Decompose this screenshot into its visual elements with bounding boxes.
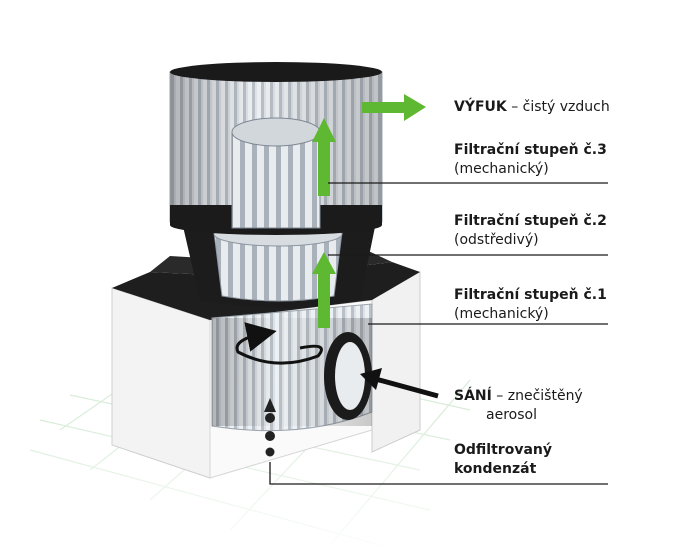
label-condensate: Odfiltrovaný kondenzát	[454, 441, 552, 479]
stage3-title: Filtrační stupeň č.3	[454, 142, 607, 158]
condensate-line2: kondenzát	[454, 461, 537, 477]
label-stage3: Filtrační stupeň č.3 (mechanický)	[454, 141, 607, 179]
condensate-line1: Odfiltrovaný	[454, 442, 552, 458]
stage2-type: (odstředivý)	[454, 232, 539, 248]
intake-desc: – znečištěný	[491, 388, 583, 404]
intake-sub: aerosol	[486, 407, 537, 423]
intake-arrow	[360, 368, 439, 399]
leader-condensate	[269, 462, 608, 485]
label-stage2: Filtrační stupeň č.2 (odstředivý)	[454, 212, 607, 250]
motor	[231, 117, 321, 229]
exhaust-title: VÝFUK	[454, 99, 507, 115]
stage3-type: (mechanický)	[454, 161, 549, 177]
green-flow-arrows	[312, 94, 426, 328]
condensate-drops	[264, 398, 276, 457]
stage2-title: Filtrační stupeň č.2	[454, 213, 607, 229]
intake-ring	[324, 332, 372, 420]
stage1-type: (mechanický)	[454, 306, 549, 322]
label-stage1: Filtrační stupeň č.1 (mechanický)	[454, 286, 607, 324]
green-arrow-exhaust	[362, 94, 426, 121]
green-arrow-upper	[312, 118, 336, 196]
exhaust-desc: – čistý vzduch	[506, 99, 610, 115]
top-cap	[170, 62, 382, 82]
green-arrow-lower	[312, 252, 336, 328]
label-exhaust: VÝFUK – čistý vzduch	[454, 98, 610, 117]
stage1-title: Filtrační stupeň č.1	[454, 287, 607, 303]
stage3-filter	[169, 62, 383, 235]
intake-title: SÁNÍ	[454, 388, 492, 404]
swirl-arrow	[235, 322, 323, 365]
label-intake: SÁNÍ – znečištěný aerosol	[454, 387, 583, 425]
leader-lines	[269, 182, 608, 485]
